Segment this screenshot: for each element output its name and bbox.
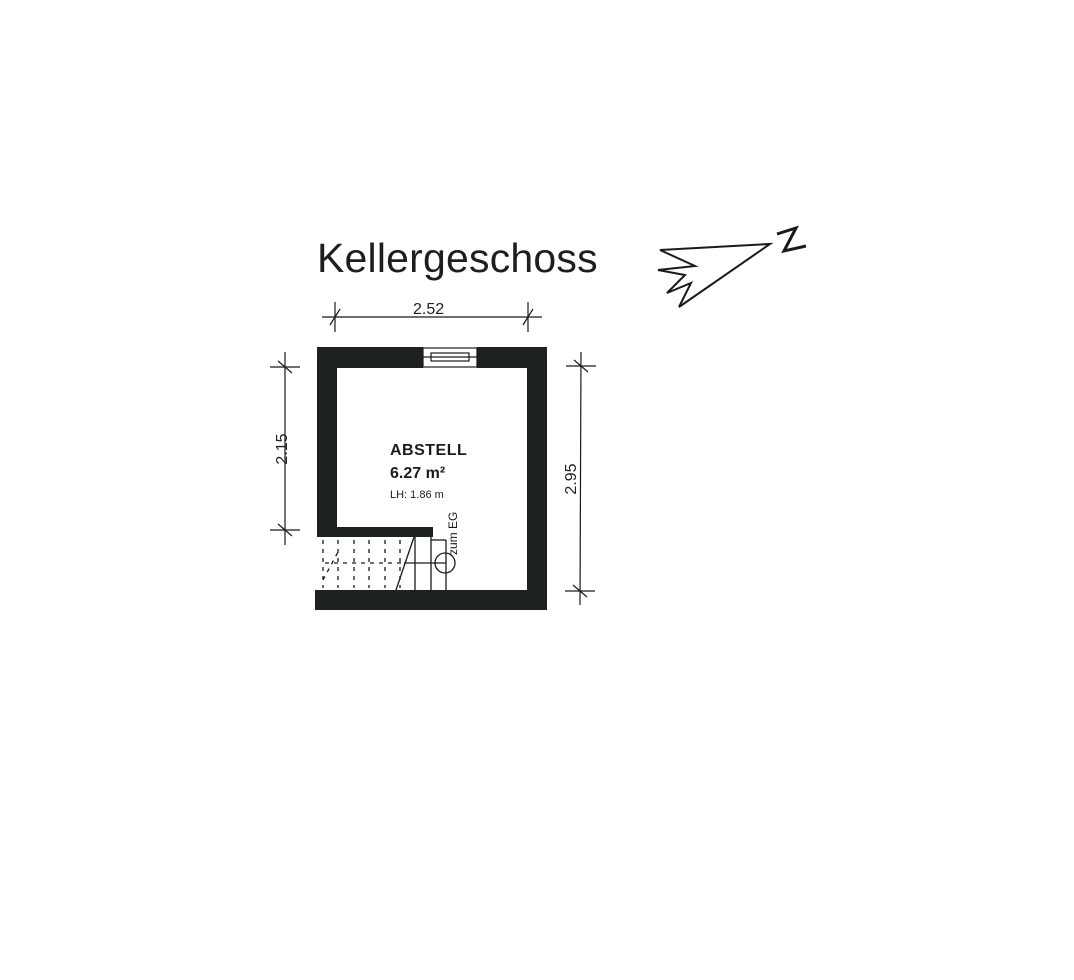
dimension-line-left — [270, 352, 300, 545]
staircase — [322, 536, 456, 591]
room-area: 6.27 m² — [390, 465, 446, 482]
room-label: ABSTELL 6.27 m² LH: 1.86 m — [390, 441, 500, 502]
room-clear-height: LH: 1.86 m — [390, 489, 444, 501]
stair-label: zum EG — [446, 511, 460, 555]
window — [422, 347, 478, 368]
dimension-top-value: 2.52 — [413, 301, 445, 318]
floor-title: Kellergeschoss — [317, 235, 598, 281]
dimension-left-value: 2.15 — [274, 433, 291, 465]
dimension-line-right — [565, 351, 596, 606]
room-name: ABSTELL — [390, 442, 468, 459]
north-arrow-icon — [657, 225, 807, 308]
dimension-line-top — [322, 302, 542, 332]
walls — [315, 347, 547, 610]
dimension-right-value: 2.95 — [563, 463, 580, 495]
